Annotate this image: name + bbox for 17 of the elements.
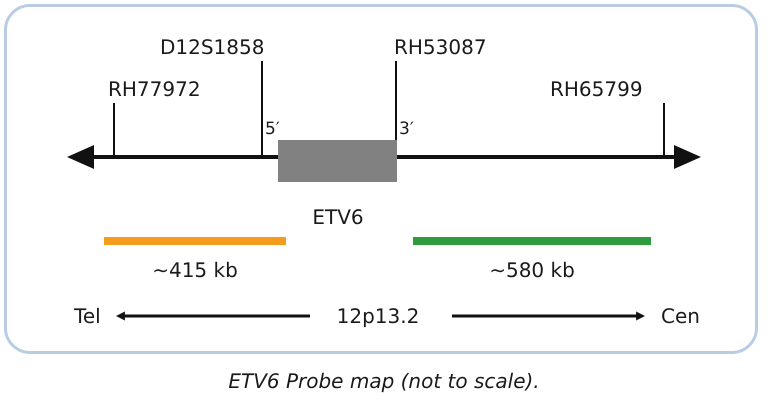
orientation-label: Tel <box>74 304 101 328</box>
leader-line <box>395 61 397 140</box>
leader-line <box>261 61 263 155</box>
probe-size-label: ~580 kb <box>489 258 575 282</box>
marker-label: RH53087 <box>394 35 487 59</box>
end-label: 3′ <box>399 118 414 141</box>
leader-line <box>663 103 665 155</box>
caption: ETV6 Probe map (not to scale). <box>228 369 540 393</box>
marker-label: RH77972 <box>108 77 201 101</box>
leader-line <box>113 103 115 155</box>
band-label: 12p13.2 <box>336 304 420 328</box>
end-label: 5′ <box>265 118 280 141</box>
orientation-label: Cen <box>661 304 700 328</box>
probe-size-label: ~415 kb <box>152 258 238 282</box>
marker-label: D12S1858 <box>160 35 264 59</box>
marker-label: RH65799 <box>550 77 643 101</box>
gene-label: ETV6 <box>312 205 364 229</box>
